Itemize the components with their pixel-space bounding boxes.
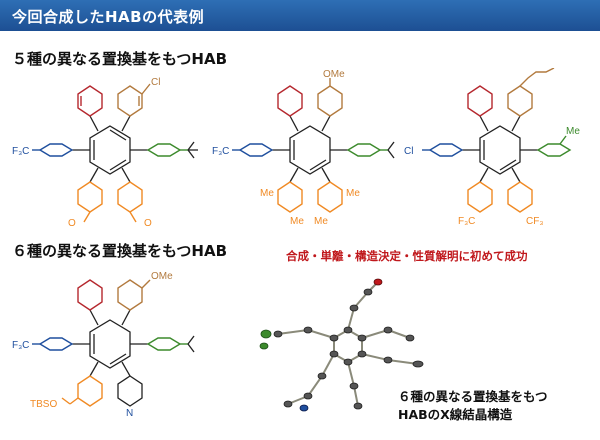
mol2-label-me4: Me (346, 188, 360, 199)
xray-caption-line2: HABのX線結晶構造 (398, 407, 513, 422)
mol1-label-o-right: O (144, 218, 152, 228)
mol2-label-me2: Me (290, 216, 304, 227)
section2-title: ６種の異なる置換基をもつHAB (12, 242, 227, 260)
mol4-label-n: N (126, 408, 133, 419)
molecule-4-structure: OMe F₃C TBSO N (12, 271, 195, 419)
highlight-note: 合成・単離・構造決定・性質解明に初めて成功 (286, 249, 528, 263)
molecule-2-structure: OMe F₃C Me Me Me Me (212, 69, 395, 227)
mol4-label-tbso: TBSO (30, 399, 57, 410)
section1-title: ５種の異なる置換基をもつHAB (12, 50, 227, 68)
xray-caption: ６種の異なる置換基をもつ HABのX線結晶構造 (398, 388, 548, 424)
header-bar: 今回合成したHABの代表例 (0, 0, 600, 31)
xray-structure-image (259, 278, 424, 412)
mol3-label-me: Me (566, 126, 580, 137)
molecule-1-structure: Cl F₃C O O (12, 77, 198, 228)
mol1-label-f3c: F₃C (12, 146, 29, 157)
mol1-label-o-left: O (68, 218, 76, 228)
mol1-label-cl: Cl (151, 77, 160, 88)
mol3-label-f3c: F₃C (458, 216, 475, 227)
mol4-label-f3c: F₃C (12, 340, 29, 351)
mol3-label-cl: Cl (404, 146, 413, 157)
mol4-label-ome: OMe (151, 271, 173, 282)
mol2-label-me3: Me (314, 216, 328, 227)
xray-caption-line1: ６種の異なる置換基をもつ (398, 389, 548, 404)
mol3-label-cf3: CF₃ (526, 216, 543, 227)
mol2-label-ome: OMe (323, 69, 345, 80)
header-title: 今回合成したHABの代表例 (12, 8, 205, 26)
molecule-3-structure: Me Cl F₃C CF₃ (404, 68, 580, 227)
mol2-label-me1: Me (260, 188, 274, 199)
mol2-label-f3c: F₃C (212, 146, 229, 157)
